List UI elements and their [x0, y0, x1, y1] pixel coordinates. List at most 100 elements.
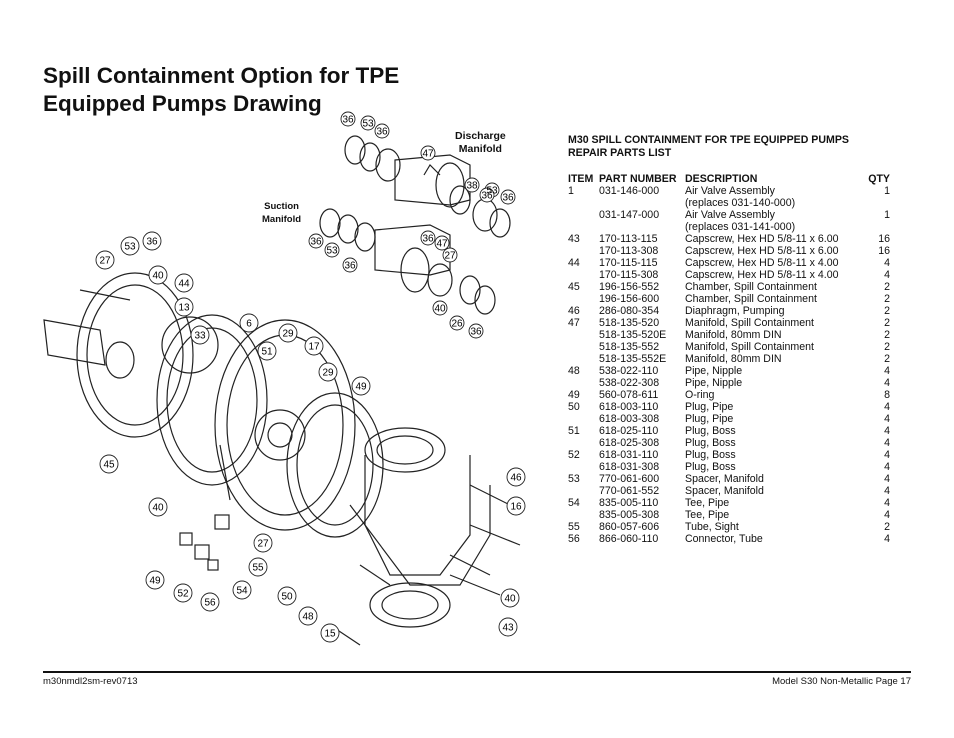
callout-number: 36: [344, 261, 356, 272]
row-item: 54: [568, 497, 580, 509]
suction-manifold-drawing: [319, 208, 496, 315]
callout-number: 49: [149, 576, 161, 587]
row-part-number: 560-078-611: [599, 389, 659, 401]
callout-number: 44: [178, 279, 190, 290]
row-item: [568, 413, 599, 425]
row-qty: 4: [884, 509, 890, 521]
callout-number: 53: [486, 186, 498, 197]
callout-number: 6: [246, 319, 252, 330]
fittings-drawing: [179, 444, 231, 571]
row-item: [568, 197, 599, 209]
row-qty: [855, 221, 890, 233]
footer-page-label: Model S30 Non-Metallic Page 17: [772, 676, 911, 687]
discharge-manifold-drawing: [344, 135, 511, 238]
col-description: DESCRIPTION: [685, 173, 758, 185]
row-description: Spacer, Manifold: [685, 473, 764, 485]
row-part-number: 538-022-308: [599, 377, 660, 389]
row-qty: 2: [884, 293, 890, 305]
row-description: Capscrew, Hex HD 5/8-11 x 4.00: [685, 269, 839, 281]
row-description: Tee, Pipe: [685, 509, 730, 521]
row-part-number: 170-115-115: [599, 257, 658, 269]
row-description: Plug, Boss: [685, 437, 736, 449]
row-item: 53: [568, 473, 580, 485]
callout-number: 49: [355, 382, 367, 393]
row-qty: 4: [884, 269, 890, 281]
row-qty: 2: [884, 281, 890, 293]
row-description: Connector, Tube: [685, 533, 763, 545]
row-part-number: 286-080-354: [599, 305, 660, 317]
row-qty: 4: [884, 533, 890, 545]
callout-number: 54: [236, 586, 248, 597]
row-description: Manifold, 80mm DIN: [685, 353, 782, 365]
row-item: [568, 269, 599, 281]
row-description: Capscrew, Hex HD 5/8-11 x 6.00: [685, 245, 839, 257]
row-item: [568, 209, 599, 221]
row-qty: 4: [884, 257, 890, 269]
callout-number: 47: [422, 149, 434, 160]
callout-number: 15: [324, 629, 336, 640]
row-description: Plug, Boss: [685, 461, 736, 473]
col-part-number: PART NUMBER: [599, 173, 677, 185]
row-item: [568, 329, 599, 341]
row-item: 52: [568, 449, 580, 461]
row-description: Manifold, Spill Containment: [685, 317, 814, 329]
row-description: (replaces 031-140-000): [685, 197, 796, 209]
row-item: 1: [568, 185, 574, 197]
row-item: [568, 377, 599, 389]
row-description: Chamber, Spill Containment: [685, 281, 817, 293]
suction-label-line-2: Manifold: [262, 214, 302, 225]
callout-number: 17: [308, 342, 320, 353]
row-part-number: 170-113-308: [599, 245, 659, 257]
row-part-number: 196-156-552: [599, 281, 660, 293]
row-item: [568, 353, 599, 365]
callout-bubbles: [95, 111, 526, 643]
row-description: (replaces 031-141-000): [685, 221, 796, 233]
callout-number: 53: [124, 242, 136, 253]
row-item: 44: [568, 257, 580, 269]
footer-doc-id: m30nmdl2sm-rev0713: [43, 676, 138, 687]
row-part-number: 518-135-520: [599, 317, 660, 329]
row-item: [568, 245, 599, 257]
outer-chamber-drawing: [329, 427, 521, 646]
row-part-number: 618-031-308: [599, 461, 660, 473]
table-row: (replaces 031-141-000): [568, 221, 890, 233]
parts-list-heading: M30 SPILL CONTAINMENT FOR TPE EQUIPPED P…: [568, 134, 890, 160]
row-part-number: 835-005-110: [599, 497, 659, 509]
row-part-number: 031-146-000: [599, 185, 660, 197]
row-item: [568, 341, 599, 353]
callout-number: 40: [152, 271, 164, 282]
page-title: Spill Containment Option for TPE Equippe…: [43, 62, 399, 118]
row-part-number: [599, 197, 685, 209]
row-description: Plug, Pipe: [685, 401, 734, 413]
callout-number: 56: [204, 598, 216, 609]
row-item: [568, 437, 599, 449]
row-description: Plug, Boss: [685, 425, 736, 437]
row-item: [568, 221, 599, 233]
row-part-number: 618-025-110: [599, 425, 659, 437]
row-description: Air Valve Assembly: [685, 185, 775, 197]
row-qty: 4: [884, 449, 890, 461]
callout-number: 47: [436, 239, 448, 250]
callout-number: 27: [257, 539, 269, 550]
row-item: 46: [568, 305, 580, 317]
row-part-number: 618-031-110: [599, 449, 659, 461]
callout-number: 29: [322, 368, 334, 379]
row-qty: 4: [884, 365, 890, 377]
callout-number: 50: [281, 592, 293, 603]
callout-number: 13: [178, 303, 190, 314]
row-item: 49: [568, 389, 580, 401]
callout-number: 45: [103, 460, 115, 471]
